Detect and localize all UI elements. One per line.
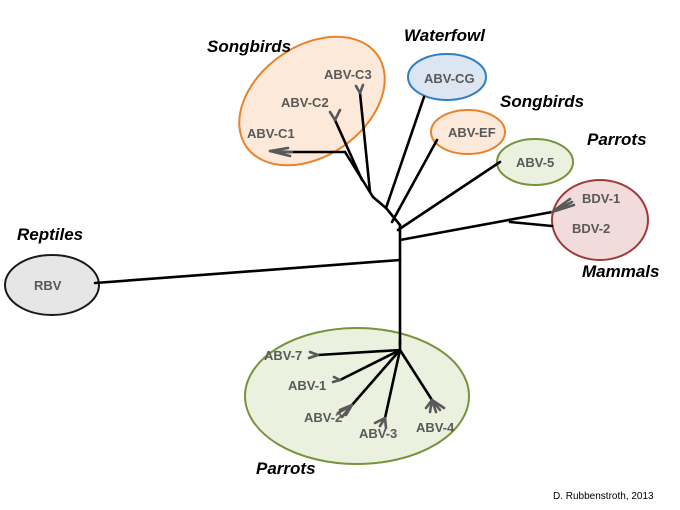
tip-abv-3 bbox=[373, 416, 388, 430]
credit-text: D. Rubbenstroth, 2013 bbox=[553, 491, 654, 502]
taxon-label-abv-c3: ABV-C3 bbox=[324, 67, 372, 82]
branch-songbird-stem bbox=[371, 195, 388, 210]
tip-abv-4 bbox=[424, 398, 446, 414]
group-label-parrots: Parrots bbox=[587, 130, 647, 149]
branch-abv-2 bbox=[350, 348, 402, 407]
group-label-songbirds: Songbirds bbox=[207, 37, 291, 56]
branch-abv5 bbox=[396, 160, 502, 232]
branch-abv-7 bbox=[316, 348, 402, 357]
branch-abv-c3 bbox=[358, 91, 372, 194]
tip-bdv1 bbox=[550, 197, 576, 214]
taxon-label-abv-c2: ABV-C2 bbox=[281, 95, 329, 110]
tip-abv-2 bbox=[336, 403, 354, 419]
taxon-label-abv-4: ABV-4 bbox=[416, 420, 455, 435]
branch-mammals bbox=[398, 210, 554, 242]
taxon-label-abv-5: ABV-5 bbox=[516, 155, 554, 170]
branch-abv-ef bbox=[390, 138, 439, 224]
group-label-waterfowl: Waterfowl bbox=[404, 26, 486, 45]
tree-branches bbox=[93, 91, 554, 420]
taxon-label-abv-7: ABV-7 bbox=[264, 348, 302, 363]
branch-rbv bbox=[93, 258, 402, 285]
tip-clusters bbox=[268, 83, 576, 430]
branch-bdv2 bbox=[508, 220, 554, 228]
taxon-label-abv-ef: ABV-EF bbox=[448, 125, 496, 140]
branch-abv-4 bbox=[398, 348, 434, 402]
branch-abv-cg bbox=[384, 95, 426, 210]
taxon-label-abv-2: ABV-2 bbox=[304, 410, 342, 425]
taxon-label-abv-cg: ABV-CG bbox=[424, 71, 475, 86]
taxon-label-abv-1: ABV-1 bbox=[288, 378, 326, 393]
tip-abv-c1 bbox=[268, 146, 294, 158]
tip-abv-1 bbox=[331, 375, 342, 384]
branch-abv-c2 bbox=[333, 118, 364, 182]
waterfowl-ellipse bbox=[407, 53, 487, 101]
group-label-parrots-main: Parrots bbox=[256, 459, 316, 478]
branch-abv-3 bbox=[383, 348, 402, 420]
parrots-abv5-ellipse bbox=[496, 138, 574, 186]
taxon-label-rbv: RBV bbox=[34, 278, 62, 293]
branch-abv-1 bbox=[338, 348, 402, 382]
taxon-label-abv-c1: ABV-C1 bbox=[247, 126, 295, 141]
taxon-label-bdv-1: BDV-1 bbox=[582, 191, 620, 206]
songbirds-ef-ellipse bbox=[430, 109, 506, 155]
group-label-songbirds-ef: Songbirds bbox=[500, 92, 584, 111]
mammals-ellipse bbox=[551, 179, 649, 261]
tip-abv-7 bbox=[307, 350, 320, 360]
branch-songbird-join bbox=[384, 206, 402, 227]
taxon-label-bdv-2: BDV-2 bbox=[572, 221, 610, 236]
group-label-reptiles: Reptiles bbox=[17, 225, 83, 244]
group-label-mammals: Mammals bbox=[582, 262, 659, 281]
songbirds-ellipse bbox=[238, 35, 386, 167]
parrots-main-ellipse bbox=[244, 327, 470, 465]
tip-abv-c3 bbox=[354, 83, 365, 95]
taxon-label-abv-3: ABV-3 bbox=[359, 426, 397, 441]
tip-abv-c2 bbox=[328, 108, 342, 122]
reptiles-ellipse bbox=[4, 254, 100, 316]
